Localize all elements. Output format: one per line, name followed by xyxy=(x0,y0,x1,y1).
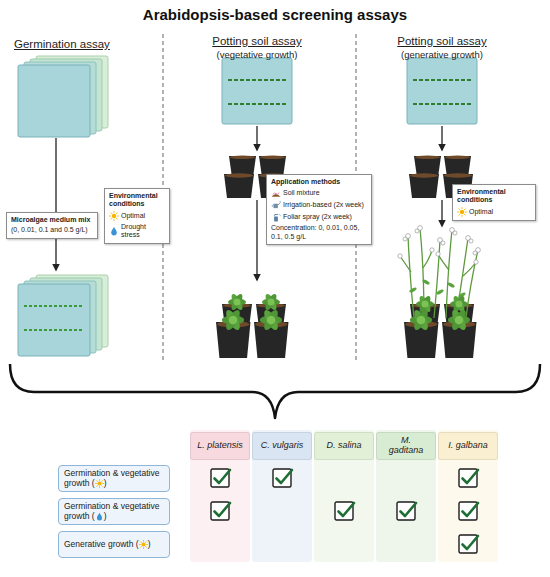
box-heading: Environmental conditions xyxy=(457,188,531,205)
soil-icon xyxy=(271,188,281,198)
box-item: Optimal xyxy=(469,208,493,216)
icon-row: Foliar spray (2x week) xyxy=(271,212,367,222)
drop-icon xyxy=(95,512,104,521)
species-header: C. vulgaris xyxy=(252,432,312,460)
row-header-text: Generative growth () xyxy=(64,540,151,550)
column-heading: Potting soil assay xyxy=(372,35,512,47)
info-box: Application methodsSoil mixtureIrrigatio… xyxy=(266,174,372,245)
column-tints xyxy=(190,430,498,562)
flow-arrow xyxy=(441,126,442,150)
petri-plate-stack xyxy=(18,56,108,137)
column-subheading: (vegetative growth) xyxy=(187,49,327,60)
species-name: L. platensis xyxy=(197,441,243,451)
flow-arrow xyxy=(256,200,257,280)
species-name: D. salina xyxy=(321,441,367,451)
row-header-text: Germination & vegetative growth () xyxy=(64,469,164,489)
sun-icon xyxy=(457,207,467,217)
diagram-title: Arabidopsis-based screening assays xyxy=(0,6,550,23)
row-label: ) xyxy=(104,511,107,521)
box-heading: Microalgae medium mix xyxy=(11,216,93,224)
box-item: Irrigation-based (2x week) xyxy=(283,201,364,209)
sun-icon xyxy=(139,540,148,549)
row-label: Germination & vegetative growth ( xyxy=(64,501,159,521)
row-label: ) xyxy=(104,478,107,488)
box-item: Foliar spray (2x week) xyxy=(283,213,352,221)
row-label: Germination & vegetative growth ( xyxy=(64,468,159,488)
icon-row: Soil mixture xyxy=(271,188,367,198)
flow-arrow xyxy=(441,200,442,226)
row-header-text: Germination & vegetative growth () xyxy=(64,502,164,522)
box-heading: Environmental conditions xyxy=(109,192,165,209)
petri-plate xyxy=(222,58,292,124)
icon-row: Optimal xyxy=(457,207,531,217)
sun-icon xyxy=(109,211,119,221)
row-label: Generative growth ( xyxy=(64,539,139,549)
can-icon xyxy=(271,200,281,210)
box-item: Soil mixture xyxy=(283,189,320,197)
row-header: Germination & vegetative growth () xyxy=(58,465,170,492)
flow-arrow xyxy=(256,126,257,150)
icon-row: Drought stress xyxy=(109,223,165,240)
species-header: M. gaditana xyxy=(376,432,436,460)
row-header: Germination & vegetative growth () xyxy=(58,498,170,525)
petri-plate xyxy=(407,58,477,124)
spray-icon xyxy=(271,212,281,222)
box-item: Drought stress xyxy=(121,223,165,240)
drop-icon xyxy=(109,226,119,236)
column-subheading: (generative growth) xyxy=(372,49,512,60)
row-label: ) xyxy=(148,539,151,549)
info-box: Microalgae medium mix (0, 0.01, 0.1 and 0… xyxy=(6,212,98,239)
flowering-plants xyxy=(398,226,481,358)
curly-bracket xyxy=(10,364,540,418)
icon-row: Optimal xyxy=(109,211,165,221)
icon-row: Irrigation-based (2x week) xyxy=(271,200,367,210)
box-heading: Application methods xyxy=(271,178,367,186)
sun-icon xyxy=(95,479,104,488)
info-box: Environmental conditionsOptimal xyxy=(452,184,536,221)
species-name: I. galbana xyxy=(445,441,491,451)
species-name: M. gaditana xyxy=(383,436,429,456)
info-box: Environmental conditionsOptimalDrought s… xyxy=(104,188,170,244)
box-item: Optimal xyxy=(121,212,145,220)
column-heading: Potting soil assay xyxy=(187,35,327,47)
species-name: C. vulgaris xyxy=(259,441,305,451)
box-item: (0, 0.01, 0.1 and 0.5 g/L) xyxy=(11,226,93,234)
species-header: D. salina xyxy=(314,432,374,460)
petri-plate-stack xyxy=(18,275,108,356)
row-header: Generative growth () xyxy=(58,531,170,558)
flow-arrow xyxy=(55,138,56,270)
species-header: I. galbana xyxy=(438,432,498,460)
column-heading: Germination assay xyxy=(14,38,134,50)
checkmarks xyxy=(211,469,478,553)
rosette-plants xyxy=(216,292,289,358)
box-item: Concentration: 0, 0.01, 0.05, 0.1, 0.5 g… xyxy=(271,224,367,241)
species-header: L. platensis xyxy=(190,432,250,460)
